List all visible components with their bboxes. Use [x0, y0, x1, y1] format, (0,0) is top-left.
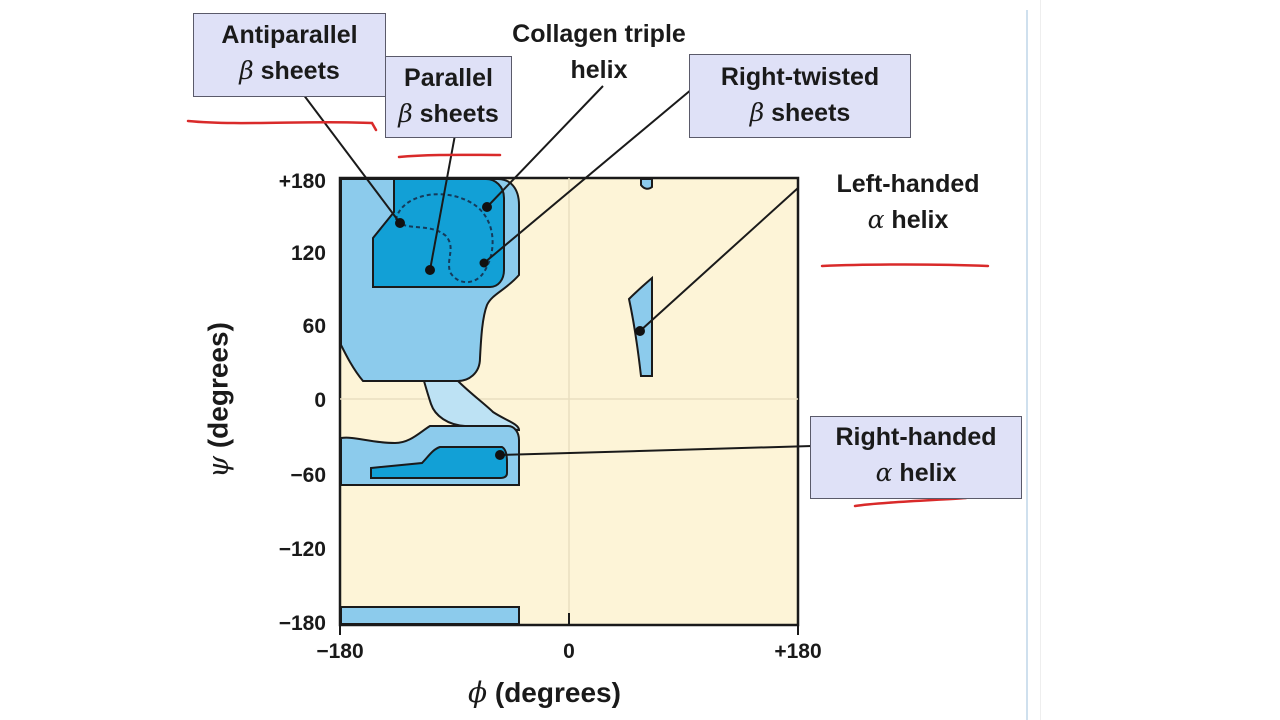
label-line: helix — [570, 56, 628, 85]
marker-right-handed — [495, 450, 505, 460]
page-edge-secondary — [1040, 0, 1041, 720]
favorable-region-beta — [372, 178, 505, 288]
page-edge — [1026, 10, 1028, 720]
favorable-region-alpha — [370, 446, 508, 479]
collagen-dashed-outline — [394, 193, 494, 284]
region-markers — [395, 202, 645, 460]
label-line: β sheets — [386, 96, 511, 132]
marker-parallel — [425, 265, 435, 275]
alpha-symbol: α — [875, 458, 893, 488]
allowed-region-bridge — [422, 380, 521, 432]
y-axis-unit: (degrees) — [202, 322, 234, 449]
leader-antiparallel — [299, 89, 401, 224]
allowed-region-bottom — [340, 606, 520, 625]
label-line: Right-twisted — [720, 63, 880, 91]
leader-collagen — [486, 85, 604, 208]
leader-lines — [299, 83, 813, 456]
label-text: helix — [899, 459, 957, 488]
label-line: Parallel — [404, 64, 493, 92]
label-line: α helix — [808, 202, 1008, 238]
x-tick-label: −180 — [316, 640, 364, 663]
label-text: helix — [891, 206, 949, 235]
allowed-region-top-right — [640, 178, 653, 190]
y-tick-label: 120 — [290, 242, 326, 265]
leader-right-twisted — [483, 83, 699, 264]
label-line: Right-handed — [835, 423, 997, 451]
y-axis-title: ψ (degrees) — [202, 322, 235, 478]
x-axis-title: ϕ (degrees) — [468, 676, 621, 709]
label-text: sheets — [771, 99, 851, 128]
axis-tick-marks — [339, 613, 799, 635]
y-tick-label: 0 — [314, 389, 326, 412]
label-line: β sheets — [194, 53, 385, 89]
label-line: Antiparallel — [221, 21, 358, 49]
marker-left-handed — [635, 326, 645, 336]
annotation-underline-1 — [186, 119, 378, 132]
beta-symbol: β — [239, 56, 254, 86]
y-tick-label: −60 — [290, 464, 326, 487]
x-tick-label: 0 — [563, 640, 575, 663]
x-tick-label: +180 — [774, 640, 822, 663]
beta-symbol: β — [398, 99, 413, 129]
label-parallel-beta-sheets: Parallel β sheets — [385, 56, 512, 138]
annotation-underline-2 — [397, 153, 502, 159]
label-text: sheets — [260, 57, 340, 86]
alpha-symbol: α — [867, 205, 885, 235]
label-line: Collagen triple — [512, 20, 686, 48]
y-tick-label: +180 — [278, 170, 326, 193]
label-right-handed-alpha-helix: Right-handed α helix — [810, 416, 1022, 499]
marker-collagen — [479, 258, 489, 268]
psi-symbol: ψ — [201, 455, 235, 478]
marker-antiparallel — [395, 218, 405, 228]
beta-symbol: β — [749, 98, 765, 128]
annotation-underline-5 — [853, 496, 968, 508]
y-tick-label: −120 — [278, 538, 326, 561]
label-text: sheets — [419, 100, 499, 129]
label-collagen-triple-helix: Collagen triple helix — [486, 16, 712, 89]
x-axis-unit: (degrees) — [494, 677, 621, 708]
label-line: Left-handed — [836, 170, 980, 198]
label-line: α helix — [811, 455, 1021, 491]
label-left-handed-alpha-helix: Left-handed α helix — [808, 166, 1008, 239]
label-right-twisted-beta-sheets: Right-twisted β sheets — [689, 54, 911, 138]
leader-left-handed — [639, 187, 799, 332]
leader-right-handed — [499, 445, 813, 456]
leader-parallel — [429, 134, 456, 271]
label-line: β sheets — [690, 95, 910, 131]
y-tick-label: −180 — [278, 612, 326, 635]
marker-right-twisted — [482, 202, 492, 212]
label-antiparallel-beta-sheets: Antiparallel β sheets — [193, 13, 386, 97]
phi-symbol: ϕ — [468, 676, 488, 709]
annotation-underline-3 — [820, 263, 990, 268]
y-tick-label: 60 — [302, 315, 326, 338]
